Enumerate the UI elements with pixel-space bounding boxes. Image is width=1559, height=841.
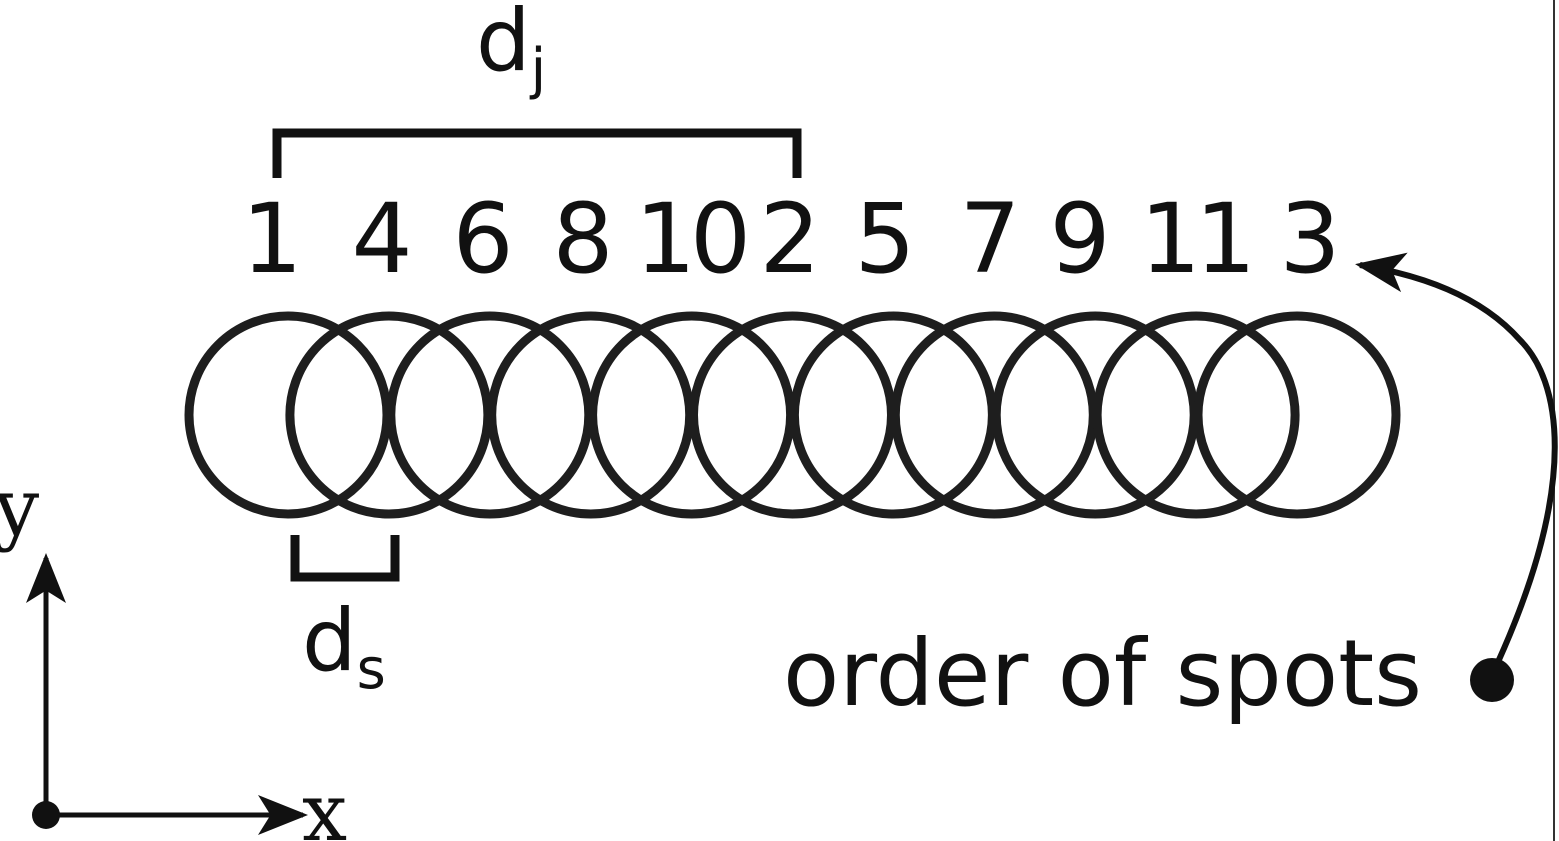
- spot-circle: [1193, 311, 1401, 519]
- jump-label: dj: [476, 0, 546, 102]
- order-caption: order of spots: [783, 620, 1422, 727]
- order-dot: [1470, 658, 1514, 702]
- spot-circles: [184, 311, 1401, 519]
- spot-order-number: 5: [854, 183, 915, 295]
- spot-order-number: 2: [759, 183, 820, 295]
- spot-order-number: 4: [351, 183, 412, 295]
- spacing-bracket: [290, 535, 400, 582]
- spot-order-number: 9: [1049, 183, 1110, 295]
- spot-order-number: 1: [241, 183, 302, 295]
- spot-order-number: 11: [1140, 183, 1250, 295]
- y-axis-label: y: [0, 461, 39, 554]
- spacing-label: ds: [302, 591, 386, 702]
- spot-order-number: 6: [452, 183, 513, 295]
- order-arrow: [1355, 252, 1558, 664]
- spot-circle: [1092, 311, 1300, 519]
- spot-order-number: 10: [635, 183, 745, 295]
- spot-order-number: 8: [552, 183, 613, 295]
- spot-order-number: 7: [959, 183, 1020, 295]
- jump-bracket: [272, 128, 802, 178]
- spot-order-number: 3: [1279, 183, 1340, 295]
- x-axis-label: x: [302, 766, 347, 841]
